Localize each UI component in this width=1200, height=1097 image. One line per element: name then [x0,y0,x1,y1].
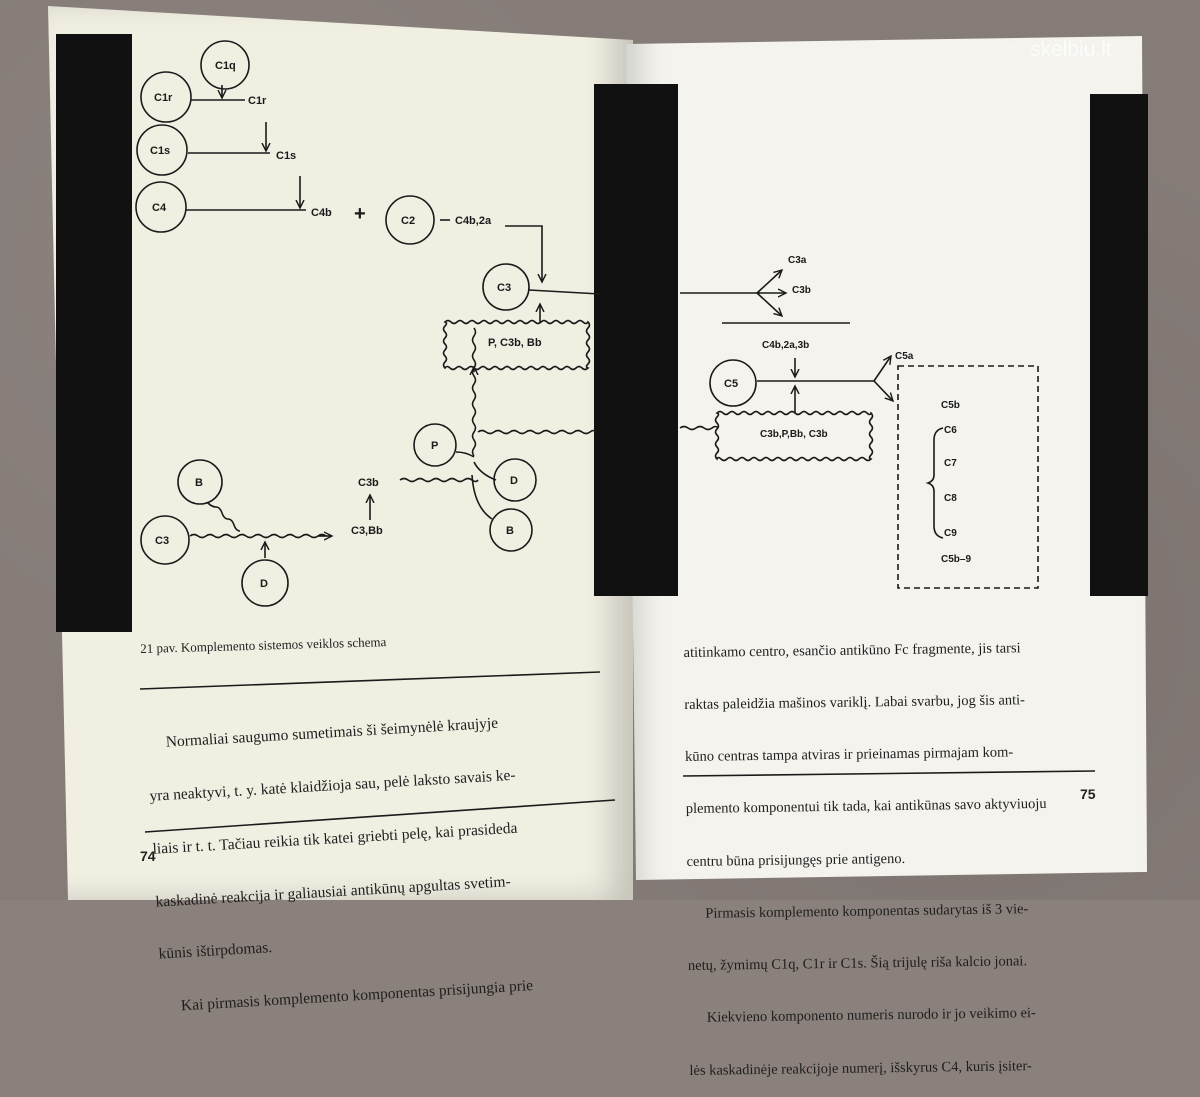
d-mid-label: D [510,475,518,487]
c5b-label: C5b [941,400,960,411]
left-line: Normaliai saugumo sumetimais ši šeimynėl… [146,714,499,753]
c3b-right-label: C3b [792,285,811,296]
c2-label: C2 [401,215,415,227]
right-line: Pirmasis komplemento komponentas sudaryt… [687,901,1029,922]
c1s-out-label: C1s [276,150,296,162]
c5a-label: C5a [895,351,914,362]
b-mid-circle [489,508,533,552]
watermark-logo-icon: ⁘ [1005,40,1017,56]
c2-circle [385,195,435,245]
c7-label: C7 [944,458,957,469]
c5-circle [709,359,757,407]
right-page-paragraph: atitinkamo centro, esančio antikūno Fc f… [683,605,1051,1097]
right-book-page [626,36,1147,880]
left-page-paragraph: Normaliai saugumo sumetimais ši šeimynėl… [144,679,535,1034]
box-c3b-p-bb-c3b [714,410,874,462]
left-line: Kai pirmasis komplemento komponentas pri… [161,977,534,1016]
b-bottom-circle [177,459,223,505]
c4b2a-label: C4b,2a [455,215,492,227]
c4b-label: C4b [311,207,332,219]
c3-bottom-label: C3 [155,535,169,547]
left-line: kaskadinė reakcija ir galiausiai antikūn… [155,872,512,911]
left-line: liais ir t. t. Tačiau reikia tik katei g… [152,819,518,858]
right-line: plemento komponentui tik tada, kai antik… [685,796,1047,818]
p-label: P [431,440,438,452]
box-p-c3b-bb [442,319,591,371]
b-mid-label: B [506,525,514,537]
c5-label: C5 [724,378,738,390]
c5b9-dashed-box [897,365,1039,589]
box-p-c3b-bb-text: P, C3b, Bb [488,337,542,349]
c3-top-circle [482,263,530,311]
left-line: yra neaktyvi, t. y. katė klaidžioja sau,… [149,766,517,805]
plus-sign: + [354,203,366,225]
c1r-out-label: C1r [248,95,267,107]
right-page-number: 75 [1080,786,1096,802]
right-line: raktas paleidžia mašinos variklį. Labai … [684,692,1026,714]
c4-label: C4 [152,202,167,214]
c3a-label: C3a [788,255,807,266]
right-line: lės kaskadinėje reakcijoje numerį, išsky… [689,1057,1032,1079]
right-line: centru būna prisijungęs prie antigeno. [686,850,906,870]
c9-label: C9 [944,528,957,539]
b-bottom-label: B [195,477,203,489]
c1s-label: C1s [150,145,170,157]
left-line: kūnis ištirpdomas. [158,939,273,963]
left-black-margin-bar [56,34,132,632]
d-bottom-label: D [260,578,268,590]
c6-label: C6 [944,425,957,436]
c4b2a3b-label: C4b,2a,3b [762,340,809,351]
c8-label: C8 [944,493,957,504]
bracket [925,427,944,539]
c4-circle [135,181,187,233]
c5b9-label: C5b–9 [941,554,971,565]
right-black-margin-bar [1090,94,1148,596]
c1q-label: C1q [215,60,236,72]
left-page-number: 74 [140,848,156,864]
c3bb-label: C3,Bb [351,525,383,537]
c3b-label: C3b [358,477,379,489]
complement-diagram: C1q C1r C1s C4 C2 C3 P D B B C3 D C5 C1r… [135,40,1096,833]
left-book-page [48,6,633,900]
c3-top-label: C3 [497,282,511,294]
c1s-circle [136,124,188,176]
d-bottom-circle [241,559,289,607]
c3-bottom-circle [140,515,190,565]
box-c3b-p-bb-c3b-text: C3b,P,Bb, C3b [760,429,828,440]
right-line: kūno centras tampa atviras ir prieinamas… [684,744,1014,766]
c1r-label: C1r [154,92,173,104]
center-black-bar [594,84,678,596]
right-line: netų, žymimų C1q, C1r ir C1s. Šią trijul… [687,953,1028,975]
c1q-circle [200,40,250,90]
p-circle [413,423,457,467]
watermark-text: skelbiu.lt [1030,38,1112,61]
right-line: atitinkamo centro, esančio antikūno Fc f… [683,640,1021,661]
right-line: Kiekvieno komponento numeris nurodo ir j… [688,1005,1036,1027]
c1r-circle [140,71,192,123]
